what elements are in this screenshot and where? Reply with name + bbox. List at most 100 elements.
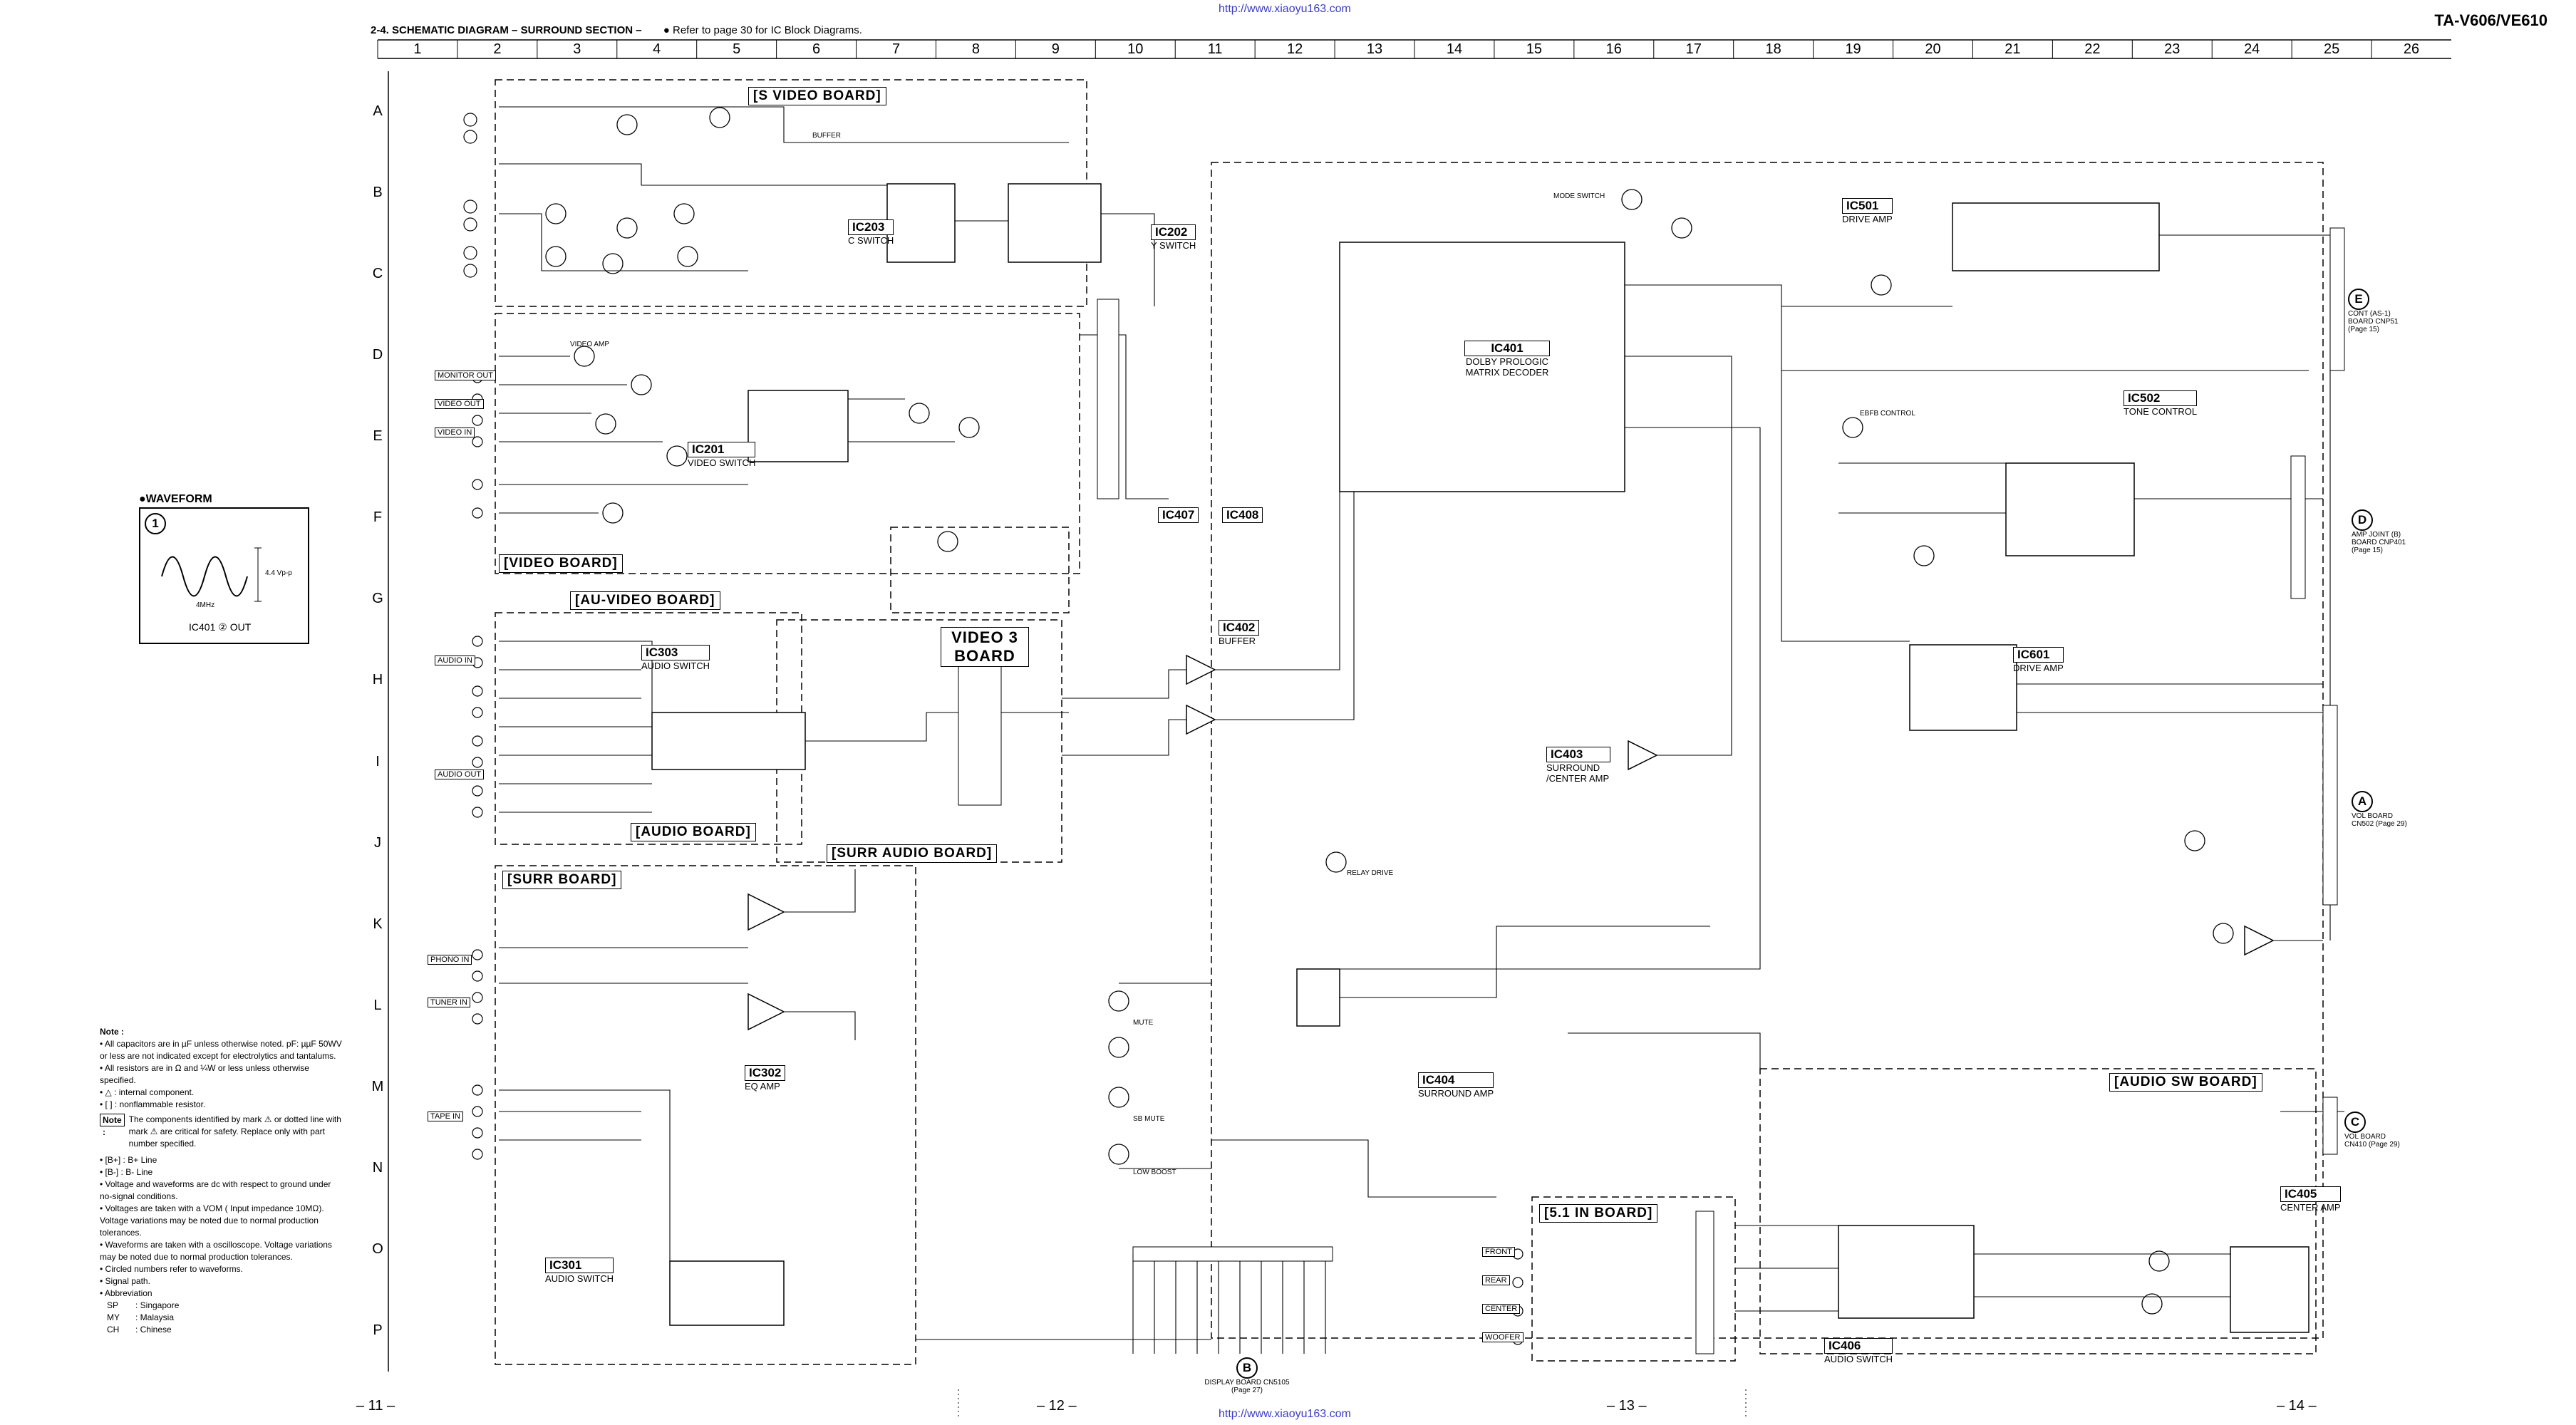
ic302-name: IC302 (745, 1065, 786, 1081)
waveform-title: ●WAVEFORM (139, 493, 212, 505)
row-letter-M: M (371, 1078, 384, 1094)
ic202-desc: Y SWITCH (1151, 240, 1196, 251)
ic303-name: IC303 (641, 645, 710, 660)
surr-board-label: [SURR BOARD] (502, 871, 622, 889)
ic601-block: IC601 DRIVE AMP (2013, 647, 2064, 673)
monitor-out-jack: MONITOR OUT (435, 370, 497, 380)
row-letter-J: J (374, 834, 381, 851)
video-in-jack: VIDEO IN (435, 428, 475, 437)
connector-c: C VOL BOARD CN410 (Page 29) (2344, 1112, 2409, 1149)
audio-sw-board-label: [AUDIO SW BOARD] (2109, 1073, 2262, 1092)
au-video-board-label: [AU-VIDEO BOARD] (570, 591, 720, 610)
ic406-name: IC406 (1824, 1338, 1893, 1354)
abbr-sp-desc: : Singapore (135, 1300, 180, 1310)
connector-e-text: CONT (AS-1) BOARD CNP51 (Page 15) (2348, 310, 2399, 333)
note-8: • Voltages are taken with a VOM ( Input … (100, 1203, 324, 1238)
ic404-desc: SURROUND AMP (1418, 1088, 1494, 1099)
page-number-13: – 13 – (1607, 1398, 1647, 1414)
ic404-name: IC404 (1418, 1072, 1494, 1088)
in51-board-label: [5.1 IN BOARD] (1539, 1204, 1658, 1223)
ic407-name: IC407 (1158, 507, 1199, 523)
ic203-name: IC203 (848, 219, 894, 235)
column-number-21: 21 (2005, 41, 2021, 57)
model-number: TA-V606/VE610 (2434, 11, 2547, 29)
column-number-17: 17 (1685, 41, 1702, 57)
caution-label: Note : (100, 1114, 125, 1137)
surr-audio-board-label: [SURR AUDIO BOARD] (827, 844, 998, 863)
buffer-label: BUFFER (812, 132, 841, 140)
low-boost-label: LOW BOOST (1133, 1168, 1176, 1176)
note-10: • Circled numbers refer to waveforms. (100, 1264, 243, 1274)
column-number-8: 8 (971, 41, 980, 57)
ic601-desc: DRIVE AMP (2013, 663, 2064, 673)
ic403-desc: SURROUND /CENTER AMP (1546, 762, 1610, 784)
column-number-13: 13 (1366, 41, 1383, 57)
ic405-desc: CENTER AMP (2280, 1202, 2341, 1213)
row-letter-H: H (372, 672, 383, 688)
audio-in-jack: AUDIO IN (435, 656, 475, 665)
ic502-block: IC502 TONE CONTROL (2124, 390, 2198, 417)
column-number-20: 20 (1925, 41, 1941, 57)
waveform-box: 1 4.4 Vp-p 4MHz IC401 ② OUT (139, 507, 309, 644)
relay-drive-label: RELAY DRIVE (1347, 869, 1394, 877)
note-5: • [B+] : B+ Line (100, 1155, 157, 1165)
tuner-in-jack: TUNER IN (428, 998, 470, 1007)
connector-c-letter: C (2344, 1112, 2366, 1133)
audio-out-jack: AUDIO OUT (435, 770, 485, 779)
ic201-name: IC201 (688, 442, 756, 457)
abbr-sp: SP (107, 1300, 119, 1310)
connector-a-letter: A (2352, 791, 2373, 812)
row-letter-F: F (373, 509, 383, 526)
column-number-23: 23 (2164, 41, 2181, 57)
column-number-25: 25 (2323, 41, 2340, 57)
note-11: • Signal path. (100, 1276, 150, 1286)
waveform-number: 1 (145, 513, 166, 534)
row-letter-I: I (376, 753, 380, 770)
note-4: • [ ] : nonflammable resistor. (100, 1099, 206, 1109)
woofer-jack: WOOFER (1482, 1332, 1524, 1342)
tape-in-jack: TAPE IN (428, 1112, 463, 1121)
page-number-12: – 12 – (1037, 1398, 1077, 1414)
page-number-11: – 11 – (356, 1398, 395, 1414)
ic203-desc: C SWITCH (848, 235, 894, 246)
abbreviation-list: SP: Singapore MY: Malaysia CH: Chinese (100, 1300, 346, 1336)
waveform-frequency: 4MHz (196, 601, 215, 609)
center-jack: CENTER (1482, 1304, 1521, 1314)
ic201-desc: VIDEO SWITCH (688, 457, 756, 468)
ic401-desc: DOLBY PROLOGIC MATRIX DECODER (1465, 356, 1549, 378)
column-number-16: 16 (1605, 41, 1622, 57)
column-number-11: 11 (1207, 41, 1223, 57)
source-url-top: http://www.xiaoyu163.com (1219, 3, 1351, 15)
column-number-1: 1 (413, 41, 422, 57)
row-letter-E: E (373, 428, 383, 445)
column-number-9: 9 (1051, 41, 1060, 57)
connector-d-letter: D (2352, 509, 2373, 531)
video-board-label: [VIDEO BOARD] (499, 554, 623, 573)
connector-d-text: AMP JOINT (B) BOARD CNP401 (Page 15) (2352, 531, 2406, 554)
title-text: 2-4. SCHEMATIC DIAGRAM – SURROUND SECTIO… (371, 24, 642, 36)
note-2: • All resistors are in Ω and ¼W or less … (100, 1063, 309, 1085)
note-12: • Abbreviation (100, 1288, 152, 1298)
waveform-amplitude: 4.4 Vp-p (265, 569, 292, 577)
schematic-title: 2-4. SCHEMATIC DIAGRAM – SURROUND SECTIO… (371, 24, 862, 36)
column-number-19: 19 (1845, 41, 1861, 57)
connector-e: E CONT (AS-1) BOARD CNP51 (Page 15) (2348, 289, 2412, 333)
front-jack: FRONT (1482, 1247, 1515, 1257)
source-url-bottom: http://www.xiaoyu163.com (1219, 1408, 1351, 1420)
column-number-12: 12 (1286, 41, 1303, 57)
connector-b-text: DISPLAY BOARD CN5105 (Page 27) (1204, 1379, 1290, 1394)
ic303-desc: AUDIO SWITCH (641, 660, 710, 671)
note-1: • All capacitors are in µF unless otherw… (100, 1039, 342, 1061)
ic202-block: IC202 Y SWITCH (1151, 224, 1196, 251)
ic502-desc: TONE CONTROL (2124, 406, 2198, 417)
column-number-7: 7 (891, 41, 901, 57)
column-number-24: 24 (2244, 41, 2260, 57)
abbr-my: MY (107, 1312, 120, 1322)
ic404-block: IC404 SURROUND AMP (1418, 1072, 1494, 1099)
abbr-my-desc: : Malaysia (135, 1312, 175, 1322)
ic402-name: IC402 (1219, 620, 1260, 636)
ic301-desc: AUDIO SWITCH (545, 1273, 614, 1284)
note-3: • △ : internal component. (100, 1087, 195, 1097)
connector-d: D AMP JOINT (B) BOARD CNP401 (Page 15) (2352, 509, 2416, 554)
